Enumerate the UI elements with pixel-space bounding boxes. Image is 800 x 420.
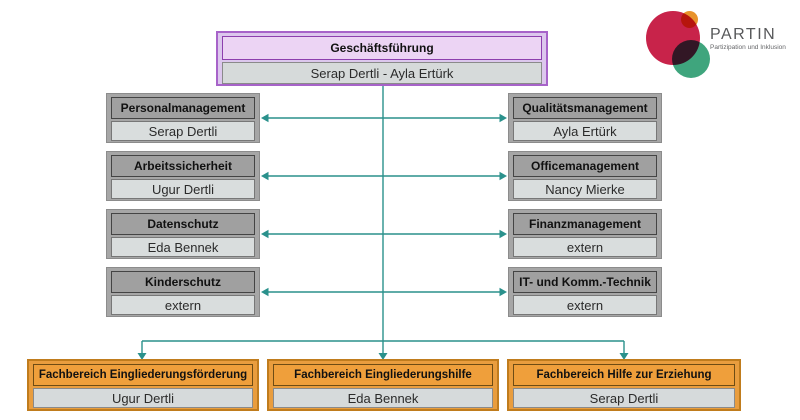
node-fachbereich-eingliederungsfoerderung: Fachbereich Eingliederungsförderung Ugur… (27, 359, 259, 411)
node-person: Ugur Dertli (111, 179, 255, 199)
node-officemanagement: Officemanagement Nancy Mierke (508, 151, 662, 201)
logo-orange-circle-icon (681, 11, 698, 28)
left-arrowhead (261, 229, 269, 239)
node-person: Serap Dertli - Ayla Ertürk (222, 62, 542, 84)
right-arrowhead (499, 113, 507, 123)
right-arrowhead (499, 287, 507, 297)
node-person: Nancy Mierke (513, 179, 657, 199)
node-person: Serap Dertli (513, 388, 735, 408)
logo-tagline-text: Partizipation und Inklusion (710, 44, 786, 51)
node-qualitaetsmanagement: Qualitätsmanagement Ayla Ertürk (508, 93, 662, 143)
node-title: Kinderschutz (111, 271, 255, 293)
node-fachbereich-hilfe-zur-erziehung: Fachbereich Hilfe zur Erziehung Serap De… (507, 359, 741, 411)
node-person: Eda Bennek (111, 237, 255, 257)
node-title: Qualitätsmanagement (513, 97, 657, 119)
node-title: Officemanagement (513, 155, 657, 177)
node-person: Serap Dertli (111, 121, 255, 141)
left-arrowhead (261, 113, 269, 123)
node-person: extern (513, 237, 657, 257)
node-person: Ayla Ertürk (513, 121, 657, 141)
node-title: Personalmanagement (111, 97, 255, 119)
node-person: extern (513, 295, 657, 315)
node-kinderschutz: Kinderschutz extern (106, 267, 260, 317)
logo-brand-text: PARTIN (710, 26, 777, 43)
node-fachbereich-eingliederungshilfe: Fachbereich Eingliederungshilfe Eda Benn… (267, 359, 499, 411)
partin-logo: PARTIN Partizipation und Inklusion (640, 5, 800, 85)
node-title: Datenschutz (111, 213, 255, 235)
node-title: Geschäftsführung (222, 36, 542, 60)
node-title: Fachbereich Eingliederungsförderung (33, 364, 253, 386)
node-arbeitssicherheit: Arbeitssicherheit Ugur Dertli (106, 151, 260, 201)
left-arrowhead (261, 171, 269, 181)
node-title: Fachbereich Eingliederungshilfe (273, 364, 493, 386)
right-arrowhead (499, 171, 507, 181)
logo-green-circle-icon (672, 40, 710, 78)
node-person: Eda Bennek (273, 388, 493, 408)
node-person: extern (111, 295, 255, 315)
left-arrowhead (261, 287, 269, 297)
node-datenschutz: Datenschutz Eda Bennek (106, 209, 260, 259)
node-geschaeftsfuehrung: Geschäftsführung Serap Dertli - Ayla Ert… (216, 31, 548, 86)
node-title: IT- und Komm.-Technik (513, 271, 657, 293)
node-personalmanagement: Personalmanagement Serap Dertli (106, 93, 260, 143)
node-person: Ugur Dertli (33, 388, 253, 408)
right-arrowhead (499, 229, 507, 239)
node-title: Finanzmanagement (513, 213, 657, 235)
node-title: Fachbereich Hilfe zur Erziehung (513, 364, 735, 386)
node-finanzmanagement: Finanzmanagement extern (508, 209, 662, 259)
node-title: Arbeitssicherheit (111, 155, 255, 177)
node-it-und-komm-technik: IT- und Komm.-Technik extern (508, 267, 662, 317)
